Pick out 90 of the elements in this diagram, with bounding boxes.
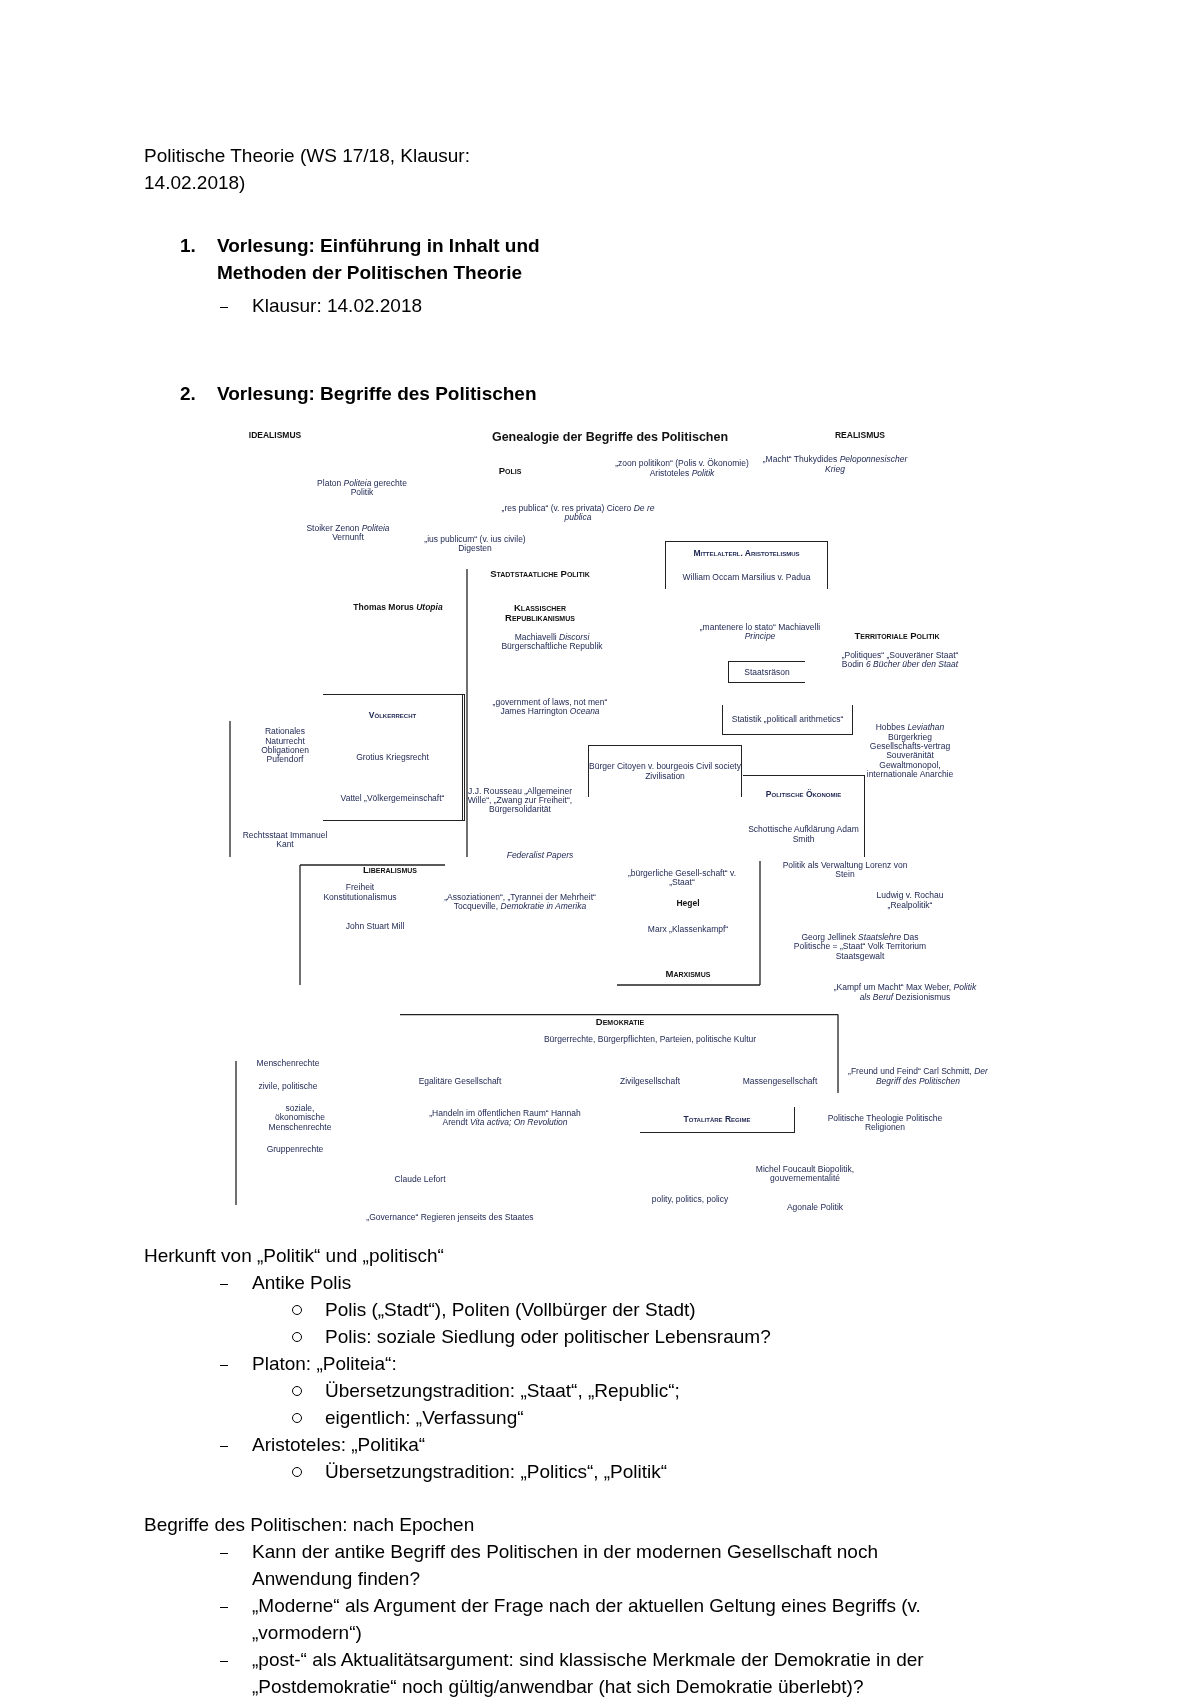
list-item-text: Aristoteles: „Politika“	[252, 1433, 426, 1457]
category-heading: Marxismus	[665, 969, 711, 979]
box-text: Grotius Kriegsrecht	[356, 752, 429, 762]
diagram-text: Machiavelli Discorsi Bürgerschaftliche Republik	[500, 633, 604, 652]
diagram-text: Michel Foucault Biopolitik, gouvernementalité	[754, 1165, 856, 1184]
diagram-text: soziale, ökonomische Menschenrechte	[267, 1104, 333, 1133]
list-item-text: eigentlich: „Verfassung“	[325, 1406, 524, 1430]
list-item-text: Platon: „Politeia“:	[252, 1352, 397, 1376]
diagram-text: Gruppenrechte	[266, 1145, 324, 1155]
box-text: Bürger Citoyen v. bourgeois Civil society Zivilisation	[589, 762, 741, 781]
box-heading: Völkerrecht	[368, 711, 417, 721]
bracket-box	[665, 541, 828, 589]
list-item-text: Antike Polis	[252, 1271, 352, 1295]
box-heading: Politische Ökonomie	[765, 789, 842, 799]
diagram-text: Zivilgesellschaft	[620, 1077, 680, 1087]
list-item-text: Klausur: 14.02.2018	[252, 294, 423, 318]
diagram-text: „Macht“ Thukydides Peloponnesischer Krieg	[761, 455, 909, 474]
bracket-box	[323, 693, 465, 821]
diagram-text: Platon Politeia gerechte Politik	[316, 478, 408, 498]
diagram-text: Ludwig v. Rochau „Realpolitik“	[875, 891, 945, 910]
bracket-box	[722, 705, 853, 735]
box-text: Staatsräson	[744, 667, 790, 677]
list-item-text: Polis: soziale Siedlung oder politischer Lebensraum?	[325, 1325, 771, 1349]
diagram-text: Claude Lefort	[394, 1175, 446, 1185]
diagram-text: Stoiker Zenon Politeia Vernunft	[305, 524, 391, 543]
diagram-text: „Politiques“ „Souveräner Staat“ Bodin 6 Bücher über den Staat	[840, 650, 960, 670]
diagram-text: Agonale Politik	[786, 1203, 844, 1213]
category-heading: Polis	[498, 465, 522, 476]
diagram-text: „zoon politikon“ (Polis v. Ökonomie) Aristoteles Politik	[614, 459, 750, 478]
diagram-text: „bürgerliche Gesell-schaft“ v. „Staat“	[627, 869, 737, 888]
bracket-box	[743, 775, 865, 857]
list-number: 1.	[180, 234, 196, 258]
list-item-text: „Moderne“ als Argument der Frage nach der aktuellen Geltung eines Begriffs (v. „vormodern“)	[252, 1594, 922, 1645]
box-text: William Occam Marsilius v. Padua	[682, 572, 811, 582]
diagram-text: Hegel	[676, 898, 700, 908]
diagram-text: „Freund und Feind“ Carl Schmitt, Der Begriff des Politischen	[848, 1067, 988, 1086]
diagram-text: „Kampf um Macht“ Max Weber, Politik als Beruf Dezisionismus	[832, 983, 978, 1002]
diagram-text: REALISMUS	[834, 430, 886, 440]
diagram-text: Rechtsstaat Immanuel Kant	[241, 830, 329, 850]
diagram-text: John Stuart Mill	[345, 921, 405, 932]
diagram-text: Egalitäre Gesellschaft	[418, 1077, 502, 1087]
diagram-text: „mantenere lo stato“ Machiavelli Principe	[698, 622, 822, 642]
diagram-text: Konstitutionalismus	[323, 893, 397, 903]
bracket-box	[588, 745, 742, 797]
diagram-text: Politik als Verwaltung Lorenz von Stein	[781, 861, 909, 880]
diagram-text: IDEALISMUS	[248, 430, 302, 440]
list-item-text: „post-“ als Aktualitätsargument: sind klassische Merkmale der Demokratie in der „Postdemokratie“ noch gültig/anwendbar (hat sich Demokratie überlebt)?	[252, 1648, 925, 1698]
diagram-text: Menschenrechte	[256, 1059, 320, 1069]
diagram-text: Marx „Klassenkampf“	[647, 925, 729, 935]
diagram-text: Politische Theologie Politische Religionen	[826, 1113, 944, 1133]
diagram-text: Thomas Morus Utopia	[353, 603, 443, 613]
lecture-heading: Vorlesung: Einführung in Inhalt und Methoden der Politischen Theorie	[217, 234, 541, 285]
diagram-text: „Handeln im öffentlichen Raum“ Hannah Arendt Vita activa; On Revolution	[428, 1109, 582, 1128]
diagram-text: „Governance“ Regieren jenseits des Staates	[366, 1213, 534, 1223]
diagram-text: Georg Jellinek Staatslehre Das Politische = „Staat“ Volk Territorium Staatsgewalt	[792, 933, 928, 961]
list-number: 2.	[180, 382, 196, 406]
list-item-text: Kann der antike Begriff des Politischen in der modernen Gesellschaft noch Anwendung finden?	[252, 1540, 879, 1591]
category-heading: Territoriale Politik	[854, 631, 940, 641]
bracket-box	[640, 1107, 795, 1133]
diagram-text: „ius publicum“ (v. ius civile) Digesten	[423, 534, 527, 554]
bracket-box	[728, 661, 805, 684]
page-title: Politische Theorie (WS 17/18, Klausur: 14.02.2018)	[144, 144, 471, 195]
section-heading: Begriffe des Politischen: nach Epochen	[144, 1513, 475, 1537]
diagram-text: „government of laws, not men“ James Harrington Oceana	[491, 697, 609, 717]
diagram-text: Massengesellschaft	[742, 1077, 818, 1087]
diagram-text: Freiheit	[345, 883, 375, 893]
category-heading: Klassischer Republikanismus	[504, 603, 576, 622]
section-heading: Herkunft von „Politik“ und „politisch“	[144, 1244, 444, 1268]
diagram-text: „res publica“ (v. res privata) Cicero De re publica	[500, 504, 656, 523]
list-item-text: Polis („Stadt“), Politen (Vollbürger der Stadt)	[325, 1298, 696, 1322]
box-heading: Totalitäre Regime	[683, 1115, 751, 1125]
list-item-text: Übersetzungstradition: „Staat“, „Republic“;	[325, 1379, 680, 1403]
diagram-text: Hobbes Leviathan Bürgerkrieg Gesellschafts-vertrag Souveränität Gewaltmonopol, internationale Anarchie	[865, 723, 955, 780]
diagram-text: zivile, politische	[258, 1081, 318, 1092]
category-heading: Stadtstaatliche Politik	[490, 569, 590, 579]
box-heading: Mittelalterl. Aristotelismus	[693, 549, 800, 559]
category-heading: Liberalismus	[363, 865, 417, 875]
diagram-text: J.J. Rousseau „Allgemeiner Wille“, „Zwang zur Freiheit“, Bürgersolidarität	[466, 786, 574, 815]
diagram-text: polity, politics, policy	[651, 1195, 729, 1205]
diagram-text: Rationales Naturrecht Obligationen Pufendorf	[260, 727, 310, 765]
box-text: Vattel „Völkergemeinschaft“	[340, 794, 445, 804]
category-heading: Demokratie	[595, 1017, 645, 1027]
diagram-text: Federalist Papers	[506, 851, 574, 861]
list-item-text: Übersetzungstradition: „Politics“, „Politik“	[325, 1460, 668, 1484]
diagram-text: „Assoziationen“, „Tyrannei der Mehrheit“ Tocqueville, Demokratie in Amerika	[443, 893, 597, 912]
diagram-text: Bürgerrechte, Bürgerpflichten, Parteien, politische Kultur	[543, 1035, 757, 1045]
lecture-heading: Vorlesung: Begriffe des Politischen	[217, 382, 537, 406]
diagram-heading: Genealogie der Begriffe des Politischen	[491, 429, 729, 444]
box-text: Statistik „politicall arithmetics“	[731, 714, 844, 724]
box-text: Schottische Aufklärung Adam Smith	[747, 825, 860, 844]
